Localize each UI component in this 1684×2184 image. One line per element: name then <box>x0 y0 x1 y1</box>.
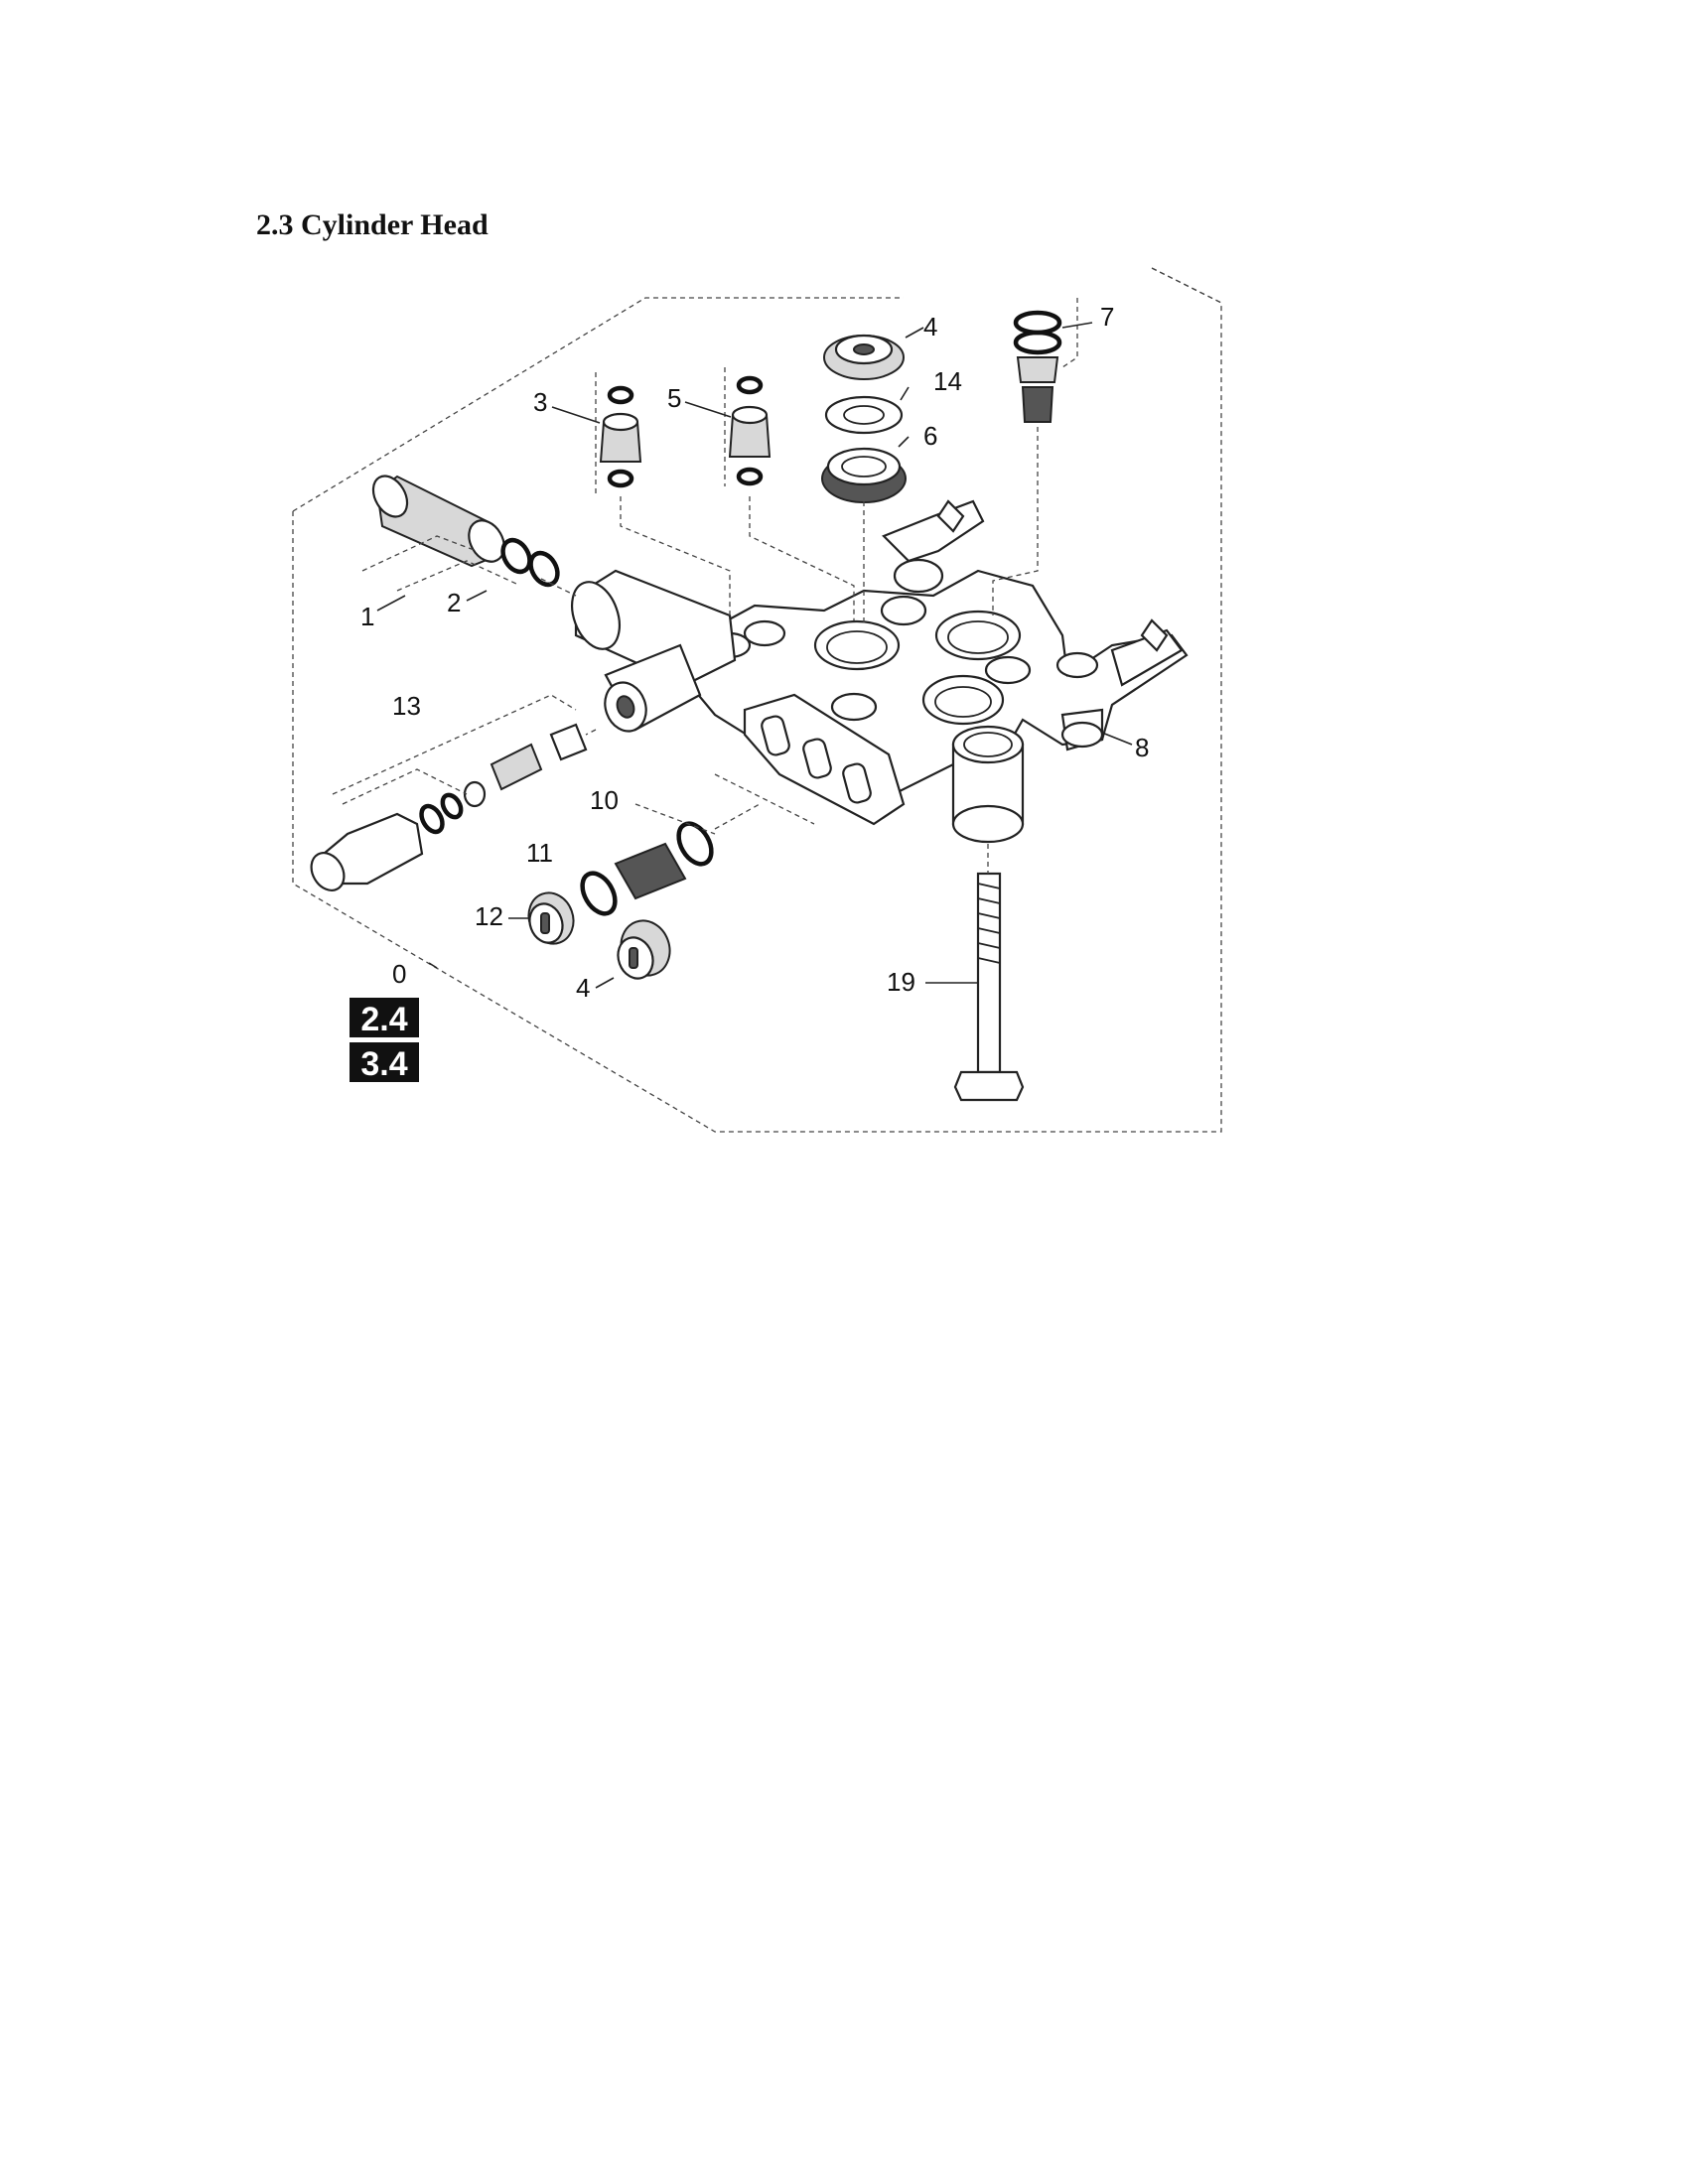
reference-badge-2-text: 3.4 <box>360 1045 407 1083</box>
callout-6: 6 <box>923 421 937 451</box>
bolt-part-19 <box>953 872 1025 1102</box>
unloader-piston-part-1 <box>371 475 505 568</box>
check-valve-part-10 <box>614 821 714 900</box>
section-title: 2.3 Cylinder Head <box>256 208 489 241</box>
callout-13: 13 <box>392 691 421 721</box>
cylinder-head-body <box>571 499 1189 844</box>
reference-badge-1: 2.4 <box>350 998 419 1038</box>
callout-0: 0 <box>392 959 406 989</box>
o-rings-part-2 <box>500 537 560 588</box>
callout-4-top: 4 <box>923 312 937 341</box>
assembly-boundary <box>292 267 1222 1133</box>
callout-leaders <box>376 322 1133 989</box>
plug-part-12 <box>527 891 575 945</box>
valve-part-7 <box>1013 310 1062 423</box>
explode-guide-lines <box>332 298 1078 874</box>
callout-1: 1 <box>360 602 374 631</box>
o-ring-part-11 <box>580 871 618 916</box>
callout-4-bottom: 4 <box>576 973 590 1003</box>
callout-14: 14 <box>933 366 962 396</box>
washer-part-14 <box>824 395 904 435</box>
relief-valve-part-13 <box>310 723 588 891</box>
callout-5: 5 <box>667 383 681 413</box>
seal-part-6 <box>821 447 907 503</box>
plug-part-4-lower <box>617 919 671 980</box>
valve-part-5 <box>728 375 772 486</box>
callout-labels: 0 1 2 3 4 4 5 6 7 8 10 11 12 13 14 19 <box>360 302 1149 1003</box>
reference-badge-1-text: 2.4 <box>360 1001 407 1038</box>
callout-19: 19 <box>887 967 915 997</box>
seal-part-4-top <box>823 334 905 380</box>
callout-11: 11 <box>526 838 553 868</box>
callout-10: 10 <box>590 785 619 815</box>
callout-12: 12 <box>475 901 503 931</box>
callout-7: 7 <box>1100 302 1114 332</box>
callout-2: 2 <box>447 588 461 617</box>
callout-8: 8 <box>1135 733 1149 762</box>
valve-part-3 <box>599 385 642 488</box>
reference-badge-2: 3.4 <box>350 1042 419 1083</box>
callout-3: 3 <box>533 387 547 417</box>
